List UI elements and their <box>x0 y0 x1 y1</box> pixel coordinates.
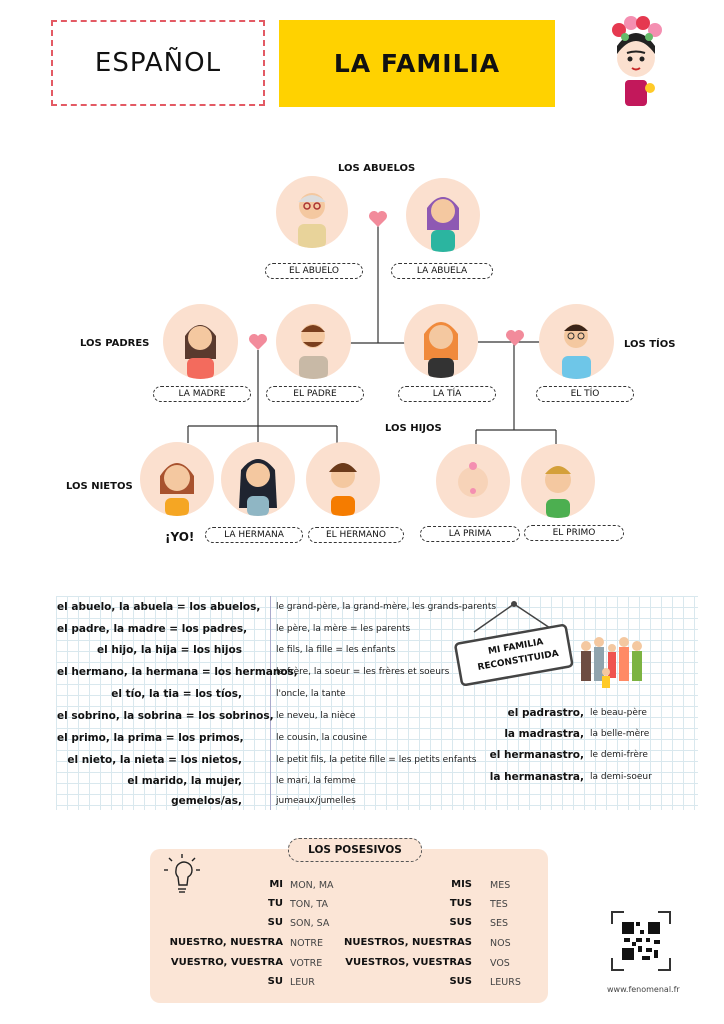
abuelo-avatar <box>276 176 348 248</box>
vocab-fr: le fils, la fille = les enfants <box>276 645 396 655</box>
tio-avatar <box>539 304 614 379</box>
possessive-es: TU <box>268 898 283 909</box>
subject-label: ESPAÑOL <box>94 48 222 78</box>
tia-avatar <box>404 304 478 378</box>
vocab-fr: le neveu, la nièce <box>276 711 356 721</box>
column-divider <box>270 596 271 810</box>
posesivos-title: LOS POSESIVOS <box>288 838 422 862</box>
page-title: LA FAMILIA <box>333 49 501 78</box>
vocab-es: el nieto, la nieta = los nietos, <box>67 754 242 766</box>
possessive-fr: LEURS <box>490 977 521 988</box>
possessive-es: VUESTRO, VUESTRA <box>170 957 283 968</box>
vocab-es: el tío, la tia = los tíos, <box>111 688 242 700</box>
tree-connectors <box>187 211 557 444</box>
padre-avatar <box>276 304 351 379</box>
name-madre: LA MADRE <box>153 386 251 402</box>
vocab-fr: le grand-père, la grand-mère, les grands… <box>276 602 497 612</box>
vocab-es: el sobrino, la sobrina = los sobrinos, <box>57 710 274 722</box>
primo-avatar <box>521 444 595 518</box>
possessive-fr: LEUR <box>290 977 315 988</box>
yo-avatar <box>140 442 214 516</box>
possessive-fr: TES <box>490 899 508 910</box>
subject-box: ESPAÑOL <box>51 20 265 106</box>
lightbulb-icon <box>158 852 206 898</box>
vocab-es: el abuelo, la abuela = los abuelos, <box>57 601 261 613</box>
website-link[interactable]: www.fenomenal.fr <box>607 985 680 994</box>
frida-mascot-icon <box>603 10 669 110</box>
possessive-es: VUESTROS, VUESTRAS <box>345 957 472 968</box>
name-prima: LA PRIMA <box>420 526 520 542</box>
possessive-es: NUESTRO, NUESTRA <box>169 937 283 948</box>
possessive-es: MI <box>269 879 283 890</box>
possessive-fr: SON, SA <box>290 918 330 929</box>
heart-icon <box>249 334 267 350</box>
name-hermano: EL HERMANO <box>308 527 404 543</box>
reconstituida-es: la hermanastra, <box>489 771 584 783</box>
reconstituida-es: el padrastro, <box>507 707 584 719</box>
vocab-fr: jumeaux/jumelles <box>276 796 356 806</box>
name-padre: EL PADRE <box>266 386 364 402</box>
madre-avatar <box>163 304 238 379</box>
reconstituida-es: el hermanastro, <box>489 749 584 761</box>
possessive-fr: NOTRE <box>290 938 323 949</box>
name-abuela: LA ABUELA <box>391 263 493 279</box>
label-padres: LOS PADRES <box>80 338 150 349</box>
name-primo: EL PRIMO <box>524 525 624 541</box>
possessive-fr: SES <box>490 918 509 929</box>
reconstituida-fr: le demi-frère <box>590 750 648 760</box>
possessive-es: SUS <box>449 976 472 987</box>
possessive-es: SU <box>267 976 283 987</box>
possessive-fr: MES <box>490 880 511 891</box>
vocab-es: el padre, la madre = los padres, <box>57 623 248 635</box>
name-hermana: LA HERMANA <box>205 527 303 543</box>
vocab-es: el primo, la prima = los primos, <box>57 732 244 744</box>
hermano-avatar <box>306 442 380 516</box>
possessive-fr: TON, TA <box>290 899 328 910</box>
vocab-fr: l'oncle, la tante <box>276 689 346 699</box>
reconstituida-fr: le beau-père <box>590 708 647 718</box>
label-hijos: LOS HIJOS <box>385 423 442 434</box>
name-tio: EL TÍO <box>536 386 634 402</box>
reconstituida-es: la madrastra, <box>504 728 584 740</box>
vocab-es: el marido, la mujer, <box>127 775 242 787</box>
possessive-fr: VOTRE <box>290 958 323 969</box>
family-group-icon <box>578 632 646 692</box>
reconstituida-fr: la demi-soeur <box>590 772 652 782</box>
possessive-es: NUESTROS, NUESTRAS <box>343 937 472 948</box>
heart-icon <box>506 330 524 346</box>
posesivos-box <box>150 849 548 1003</box>
possessive-fr: VOS <box>490 958 510 969</box>
prima-avatar <box>436 444 510 518</box>
hermana-avatar <box>221 442 295 516</box>
vocabulary-grid <box>56 596 698 810</box>
vocab-fr: le père, la mère = les parents <box>276 624 411 634</box>
vocab-fr: le cousin, la cousine <box>276 733 368 743</box>
qr-code <box>610 910 672 972</box>
vocab-es: el hermano, la hermana = los hermanos, <box>57 666 298 678</box>
name-abuelo: EL ABUELO <box>265 263 363 279</box>
label-yo: ¡YO! <box>165 530 195 544</box>
vocab-fr: le frère, la soeur = les frères et soeur… <box>276 667 450 677</box>
possessive-fr: NOS <box>490 938 511 949</box>
hanging-sign <box>454 601 574 687</box>
vocab-es: el hijo, la hija = los hijos <box>97 644 242 656</box>
abuela-avatar <box>406 178 480 252</box>
reconstituida-fr: la belle-mère <box>590 729 650 739</box>
heart-icon <box>369 211 388 227</box>
vocab-es: gemelos/as, <box>171 795 242 807</box>
possessive-es: TUS <box>449 898 472 909</box>
label-abuelos: LOS ABUELOS <box>338 163 416 174</box>
title-banner: LA FAMILIA <box>279 20 555 107</box>
possessive-es: MIS <box>451 879 472 890</box>
name-tia: LA TÍA <box>398 386 496 402</box>
vocab-fr: le petit fils, la petite fille = les pet… <box>276 755 477 765</box>
possessive-fr: MON, MA <box>290 880 334 891</box>
label-tios: LOS TÍOS <box>624 339 676 350</box>
vocab-fr: le mari, la femme <box>276 776 356 786</box>
possessive-es: SUS <box>449 917 472 928</box>
possessive-es: SU <box>267 917 283 928</box>
label-nietos: LOS NIETOS <box>66 481 133 492</box>
